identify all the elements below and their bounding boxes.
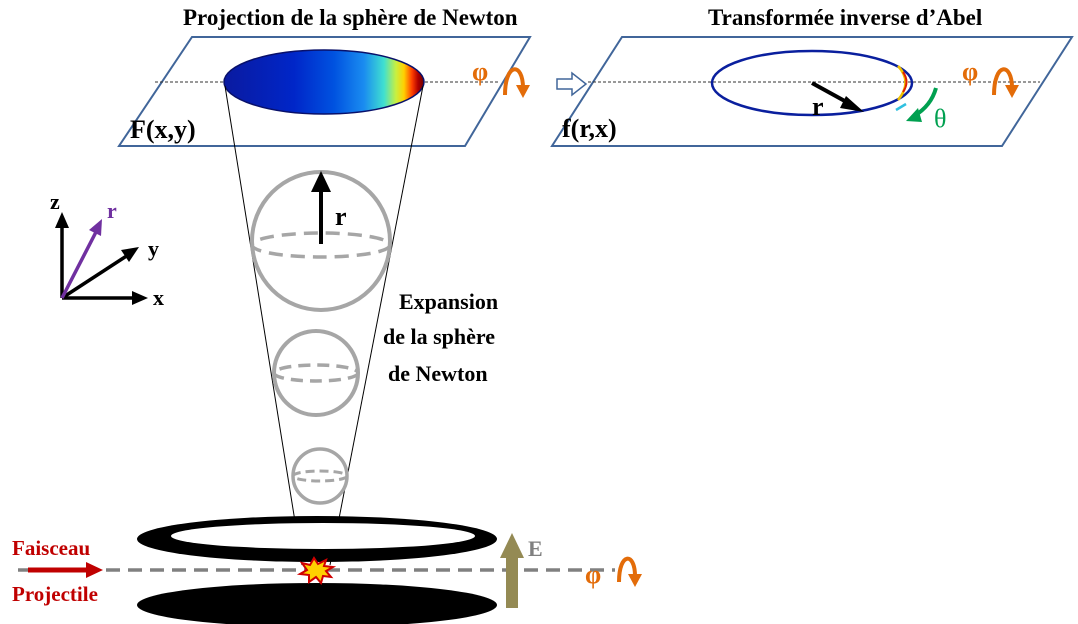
theta-symbol: θ — [934, 104, 946, 133]
cone-left-line — [224, 85, 303, 566]
field-arrow-icon — [500, 533, 524, 608]
beam-phi-symbol: φ — [585, 560, 601, 589]
expansion-line1: Expansion — [399, 289, 498, 314]
left-title: Projection de la sphère de Newton — [183, 5, 518, 30]
y-axis-label: y — [148, 236, 159, 261]
left-phi-symbol: φ — [472, 57, 488, 86]
right-rotation-arrow-icon — [992, 67, 1019, 98]
x-axis-label: x — [153, 285, 164, 310]
axis-triad — [55, 212, 148, 305]
abel-ring — [710, 49, 914, 117]
theta-arrow-icon — [906, 87, 938, 122]
sphere-radius-label: r — [335, 202, 347, 231]
radius-arrow-icon — [811, 81, 864, 112]
small-sphere — [291, 447, 349, 505]
r-axis-label: r — [107, 198, 117, 223]
field-label: E — [528, 536, 543, 561]
collision-star-icon — [296, 556, 337, 586]
sphere-radius-arrow-icon — [311, 171, 331, 244]
right-phi-symbol: φ — [962, 57, 978, 86]
beam-label-line1: Faisceau — [12, 536, 90, 560]
medium-sphere — [272, 329, 360, 417]
right-title: Transformée inverse d’Abel — [708, 5, 982, 30]
left-rotation-arrow-icon — [503, 67, 530, 98]
left-plane-label: F(x,y) — [130, 115, 196, 144]
beam-rotation-arrow-icon — [617, 556, 642, 587]
right-detector-plane — [550, 36, 1074, 147]
z-axis-label: z — [50, 189, 60, 214]
beam-label-line2: Projectile — [12, 582, 98, 606]
right-radius-label: r — [812, 92, 824, 121]
beam-arrow-icon — [28, 562, 103, 578]
lower-electrode — [137, 583, 497, 624]
transition-arrow-icon — [556, 71, 588, 97]
right-plane-label: f(r,x) — [562, 114, 617, 143]
detector-image — [224, 50, 424, 114]
expansion-line3: de Newton — [388, 361, 488, 386]
expansion-line2: de la sphère — [383, 324, 495, 349]
